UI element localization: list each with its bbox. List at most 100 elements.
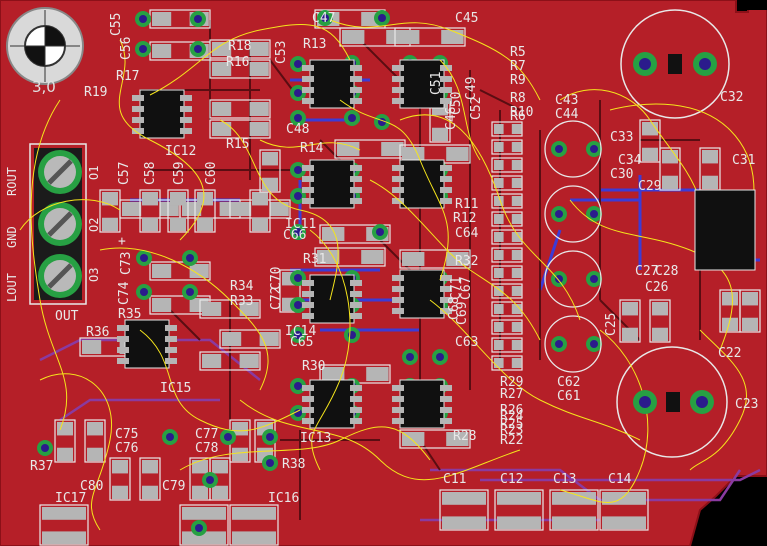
vertical-part (109, 457, 131, 501)
part-ref-label: C22 (718, 346, 741, 361)
ic-bot-b (392, 379, 452, 429)
smd-part (199, 299, 261, 319)
pin-label-lout: LOUT (5, 273, 19, 302)
ic14 (302, 274, 362, 324)
bottom-part (549, 489, 599, 531)
part-ref-label: R14 (300, 141, 324, 156)
cap-footprint (334, 139, 406, 159)
part-ref-label: IC12 (165, 144, 196, 159)
part-ref-label: R35 (118, 307, 141, 322)
part-ref-label: C53 (274, 41, 289, 64)
resistor-column-part (491, 229, 523, 245)
part-ref-label: C66 (283, 228, 306, 243)
via-pad (220, 429, 236, 445)
vertical-part (189, 457, 211, 501)
resistor-column-part (491, 283, 523, 299)
part-ref-label: C79 (162, 479, 185, 494)
part-ref-label: C32 (720, 90, 743, 105)
ic12 (132, 89, 192, 139)
pin-ref-o2: O2 (87, 218, 101, 232)
via-pad (190, 41, 206, 57)
part-ref-label: R23 (500, 423, 523, 438)
part-ref-label: R6 (510, 109, 526, 124)
part-ref-label: C61 (557, 389, 580, 404)
part-ref-label: C30 (610, 167, 633, 182)
part-ref-label: R18 (228, 39, 251, 54)
cap-footprint (319, 364, 391, 384)
via-pad (290, 110, 306, 126)
part-ref-label: R27 (500, 387, 523, 402)
part-ref-label: C62 (557, 375, 580, 390)
part-ref-label: C48 (286, 122, 309, 137)
cap-footprint (394, 27, 466, 47)
part-ref-label: C29 (638, 179, 661, 194)
resistor-column-part (491, 247, 523, 263)
part-ref-label: C58 (143, 162, 158, 185)
part-ref-label: C72 (269, 287, 284, 310)
electrolytic-pads (633, 52, 717, 414)
vertical-part (719, 289, 741, 333)
part-ref-label: C13 (553, 472, 576, 487)
via-pad (586, 206, 602, 222)
vertical-part (167, 189, 189, 233)
smd-part (209, 39, 271, 59)
via-pad (551, 336, 567, 352)
part-ref-label: R17 (116, 69, 139, 84)
part-ref-label: R19 (84, 85, 107, 100)
part-ref-label: R9 (510, 73, 526, 88)
part-ref-label: C27 (635, 264, 658, 279)
via-pad (290, 327, 306, 343)
part-ref-label: C69 (455, 302, 470, 325)
smd-part (209, 59, 271, 79)
vertical-part (619, 299, 641, 343)
vertical-part (194, 189, 216, 233)
part-ref-label: R12 (453, 211, 476, 226)
cap-outline (544, 250, 602, 308)
via-pad (191, 520, 207, 536)
part-ref-label: R26 (500, 403, 523, 418)
part-ref-label: R36 (86, 325, 109, 340)
via-pad (374, 114, 390, 130)
part-ref-label: R32 (455, 254, 478, 269)
part-ref-label: C43 (555, 93, 578, 108)
ic-footprints (117, 59, 452, 429)
part-ref-label: R30 (302, 359, 325, 374)
part-ref-label: C56 (119, 37, 134, 60)
cap-outline (544, 315, 602, 373)
bottom-part (39, 504, 89, 546)
part-ref-label: C49 (464, 77, 479, 100)
via-pad (402, 349, 418, 365)
via-pad (135, 41, 151, 57)
part-ref-label: C73 (119, 252, 134, 275)
vertical-part (649, 299, 671, 343)
part-ref-label: C60 (204, 162, 219, 185)
pin-label-gnd: GND (5, 226, 19, 248)
part-ref-label: C31 (732, 153, 755, 168)
part-ref-label: C11 (443, 472, 466, 487)
ic-upper-b (392, 59, 452, 109)
part-ref-label: IC15 (160, 381, 191, 396)
cap-footprint (399, 249, 471, 269)
part-ref-label: C45 (455, 11, 478, 26)
part-ref-label: R5 (510, 45, 526, 60)
part-ref-label: C23 (735, 397, 758, 412)
part-ref-label: C59 (172, 162, 187, 185)
resistor-column-part (491, 193, 523, 209)
pin-ref-o3: O3 (87, 268, 101, 282)
part-ref-label: C76 (115, 441, 138, 456)
part-ref-label: C80 (80, 479, 103, 494)
via-pad (374, 10, 390, 26)
part-ref-label: C63 (455, 335, 478, 350)
via-pad (290, 224, 306, 240)
part-ref-label: C64 (455, 226, 479, 241)
part-ref-label: R13 (303, 37, 326, 52)
vertical-part (739, 289, 761, 333)
part-ref-label: IC14 (285, 324, 316, 339)
cap-footprint (399, 429, 471, 449)
part-ref-label: R31 (303, 252, 326, 267)
resistor-column-part (491, 355, 523, 371)
part-ref-label: C52 (469, 97, 484, 120)
part-ref-label: C26 (645, 280, 668, 295)
resistor-column-part (491, 121, 523, 137)
via-pad (136, 250, 152, 266)
